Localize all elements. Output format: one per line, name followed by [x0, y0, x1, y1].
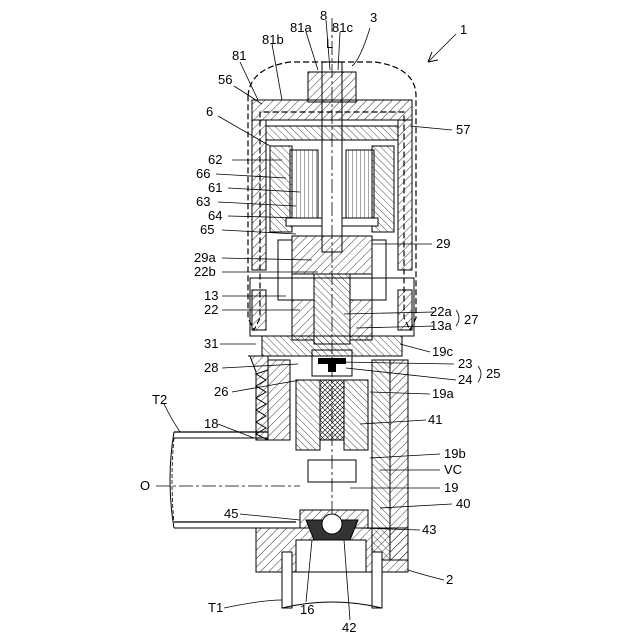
label-19a: 19a	[432, 386, 454, 401]
label-1: 1	[460, 22, 467, 37]
label-45: 45	[224, 506, 238, 521]
label-T1: T1	[208, 600, 223, 615]
label-63: 63	[196, 194, 210, 209]
label-19b: 19b	[444, 446, 466, 461]
label-29: 29	[436, 236, 450, 251]
label-57: 57	[456, 122, 470, 137]
label-13: 13	[204, 288, 218, 303]
label-62: 62	[208, 152, 222, 167]
label-64: 64	[208, 208, 222, 223]
label-81a: 81a	[290, 20, 312, 35]
label-VC: VC	[444, 462, 462, 477]
label-2: 2	[446, 572, 453, 587]
label-81: 81	[232, 48, 246, 63]
label-56: 56	[218, 72, 232, 87]
label-13a: 13a	[430, 318, 452, 333]
label-81c: 81c	[332, 20, 353, 35]
label-3: 3	[370, 10, 377, 25]
label-65: 65	[200, 222, 214, 237]
label-43: 43	[422, 522, 436, 537]
label-24: 24	[458, 372, 472, 387]
label-66: 66	[196, 166, 210, 181]
label-19c: 19c	[432, 344, 453, 359]
label-22: 22	[204, 302, 218, 317]
label-61: 61	[208, 180, 222, 195]
label-18: 18	[204, 416, 218, 431]
label-22a: 22a	[430, 304, 452, 319]
label-26: 26	[214, 384, 228, 399]
label-23: 23	[458, 356, 472, 371]
label-40: 40	[456, 496, 470, 511]
label-22b: 22b	[194, 264, 216, 279]
label-T2: T2	[152, 392, 167, 407]
label-27: 27	[464, 312, 478, 327]
label-16: 16	[300, 602, 314, 617]
label-41: 41	[428, 412, 442, 427]
label-25: 25	[486, 366, 500, 381]
label-81b: 81b	[262, 32, 284, 47]
label-29a: 29a	[194, 250, 216, 265]
label-L: L	[326, 36, 333, 51]
label-6: 6	[206, 104, 213, 119]
label-8: 8	[320, 8, 327, 23]
label-19: 19	[444, 480, 458, 495]
label-42: 42	[342, 620, 356, 635]
label-O: O	[140, 478, 150, 493]
label-28: 28	[204, 360, 218, 375]
label-31: 31	[204, 336, 218, 351]
